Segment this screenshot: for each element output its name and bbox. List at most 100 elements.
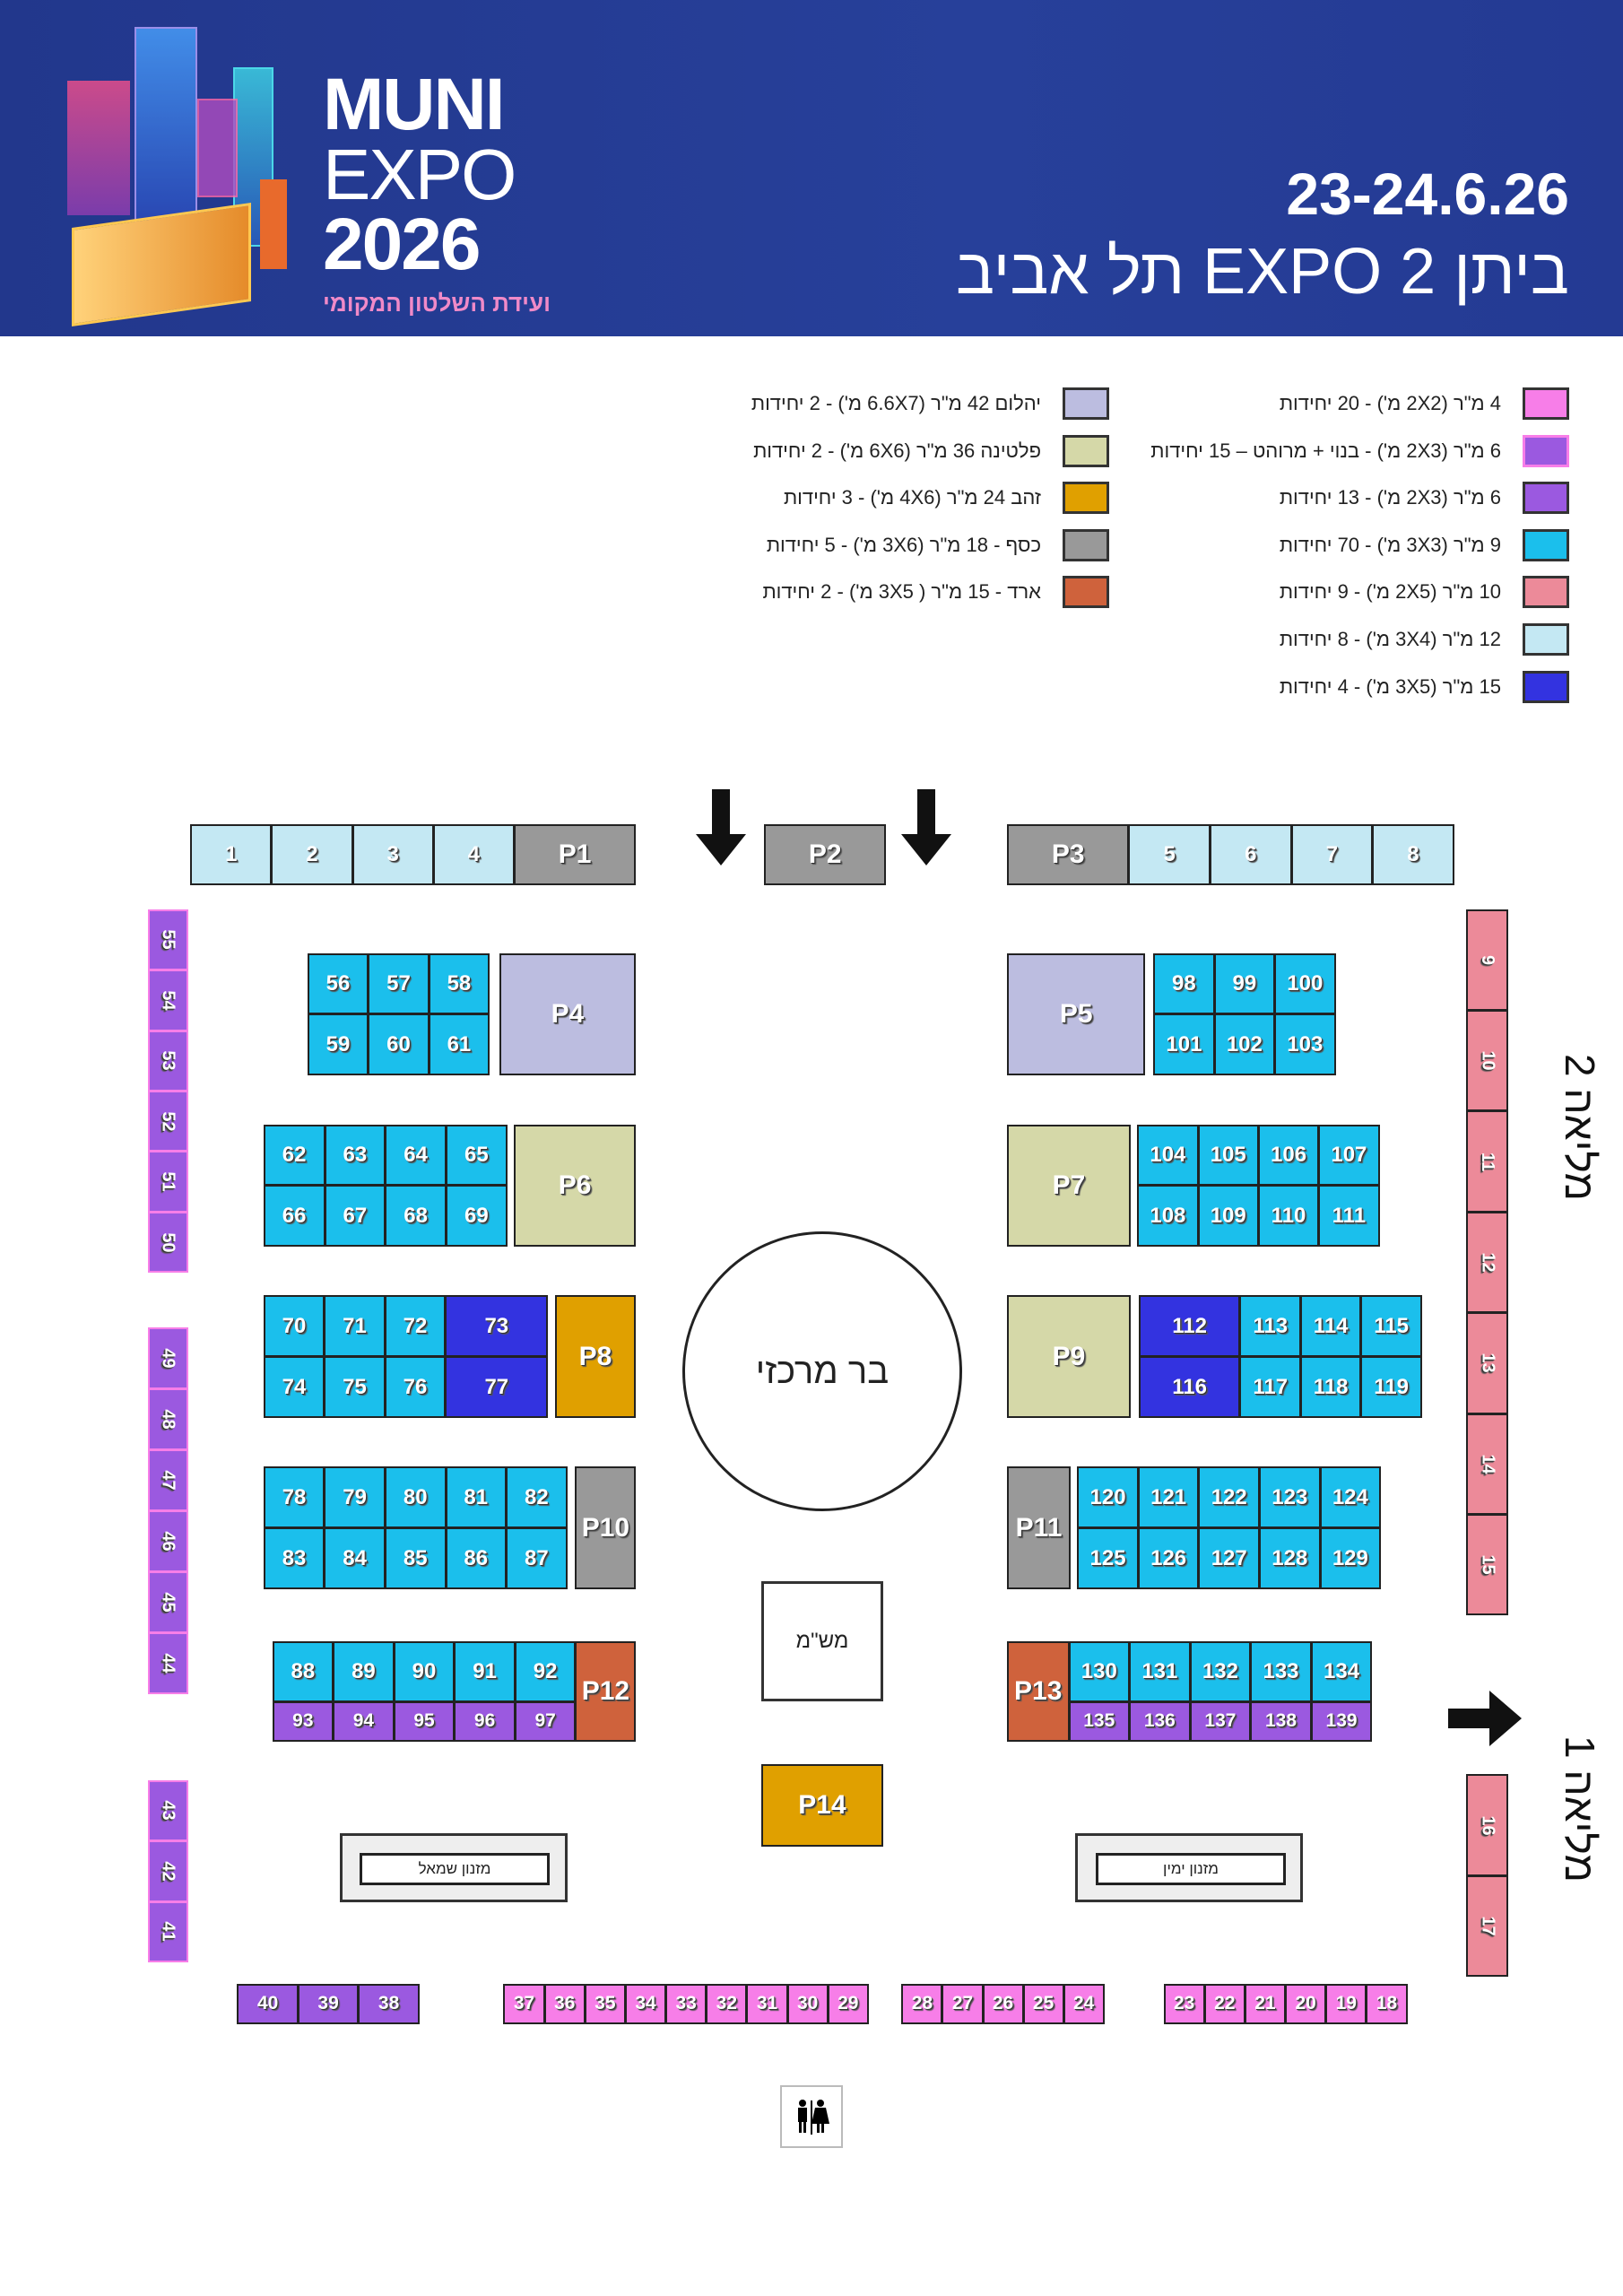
booth-131[interactable]: 131	[1129, 1640, 1191, 1702]
pavilion-p8[interactable]: P8	[554, 1295, 637, 1418]
booth-87[interactable]: 87	[506, 1527, 568, 1589]
booth-45[interactable]: 45	[147, 1571, 188, 1634]
booth-83[interactable]: 83	[263, 1527, 325, 1589]
booth-113[interactable]: 113	[1239, 1295, 1301, 1358]
buffet-right[interactable]: מזנון ימין	[1075, 1833, 1303, 1902]
booth-115[interactable]: 115	[1360, 1295, 1422, 1358]
pavilion-p4[interactable]: P4	[499, 952, 637, 1076]
booth-49[interactable]: 49	[147, 1327, 188, 1390]
booth-57[interactable]: 57	[368, 952, 430, 1015]
pavilion-p6[interactable]: P6	[513, 1124, 637, 1247]
pavilion-p11[interactable]: P11	[1006, 1466, 1072, 1589]
booth-129[interactable]: 129	[1319, 1527, 1382, 1589]
buffet-left[interactable]: מזנון שמאל	[340, 1833, 568, 1902]
booth-92[interactable]: 92	[514, 1640, 577, 1702]
pavilion-p12[interactable]: P12	[575, 1640, 637, 1742]
booth-26[interactable]: 26	[982, 1983, 1024, 2024]
booth-2[interactable]: 2	[271, 823, 353, 885]
booth-136[interactable]: 136	[1129, 1700, 1191, 1742]
booth-99[interactable]: 99	[1213, 952, 1276, 1015]
booth-22[interactable]: 22	[1203, 1983, 1245, 2024]
booth-80[interactable]: 80	[384, 1466, 447, 1529]
pavilion-p13[interactable]: P13	[1006, 1640, 1070, 1742]
booth-126[interactable]: 126	[1137, 1527, 1200, 1589]
booth-62[interactable]: 62	[263, 1124, 325, 1187]
booth-123[interactable]: 123	[1259, 1466, 1321, 1529]
booth-106[interactable]: 106	[1257, 1124, 1320, 1187]
booth-135[interactable]: 135	[1068, 1700, 1131, 1742]
booth-25[interactable]: 25	[1022, 1983, 1064, 2024]
booth-86[interactable]: 86	[445, 1527, 508, 1589]
pavilion-p14[interactable]: P14	[760, 1763, 884, 1848]
booth-19[interactable]: 19	[1325, 1983, 1367, 2024]
booth-120[interactable]: 120	[1077, 1466, 1139, 1529]
booth-53[interactable]: 53	[147, 1030, 188, 1091]
booth-13[interactable]: 13	[1466, 1312, 1509, 1414]
booth-31[interactable]: 31	[746, 1983, 788, 2024]
booth-105[interactable]: 105	[1197, 1124, 1259, 1187]
booth-98[interactable]: 98	[1153, 952, 1215, 1015]
booth-58[interactable]: 58	[428, 952, 490, 1015]
booth-7[interactable]: 7	[1290, 823, 1374, 885]
booth-133[interactable]: 133	[1250, 1640, 1312, 1702]
booth-61[interactable]: 61	[428, 1013, 490, 1076]
booth-94[interactable]: 94	[333, 1700, 395, 1742]
booth-32[interactable]: 32	[706, 1983, 748, 2024]
booth-84[interactable]: 84	[324, 1527, 386, 1589]
booth-111[interactable]: 111	[1318, 1185, 1380, 1247]
pavilion-p9[interactable]: P9	[1006, 1295, 1132, 1418]
booth-36[interactable]: 36	[543, 1983, 586, 2024]
booth-127[interactable]: 127	[1198, 1527, 1260, 1589]
booth-9[interactable]: 9	[1466, 909, 1509, 1011]
booth-75[interactable]: 75	[324, 1356, 386, 1418]
booth-34[interactable]: 34	[624, 1983, 667, 2024]
booth-121[interactable]: 121	[1137, 1466, 1200, 1529]
booth-29[interactable]: 29	[827, 1983, 869, 2024]
booth-95[interactable]: 95	[393, 1700, 456, 1742]
booth-76[interactable]: 76	[384, 1356, 447, 1418]
booth-112[interactable]: 112	[1138, 1295, 1241, 1358]
booth-3[interactable]: 3	[352, 823, 434, 885]
pavilion-p7[interactable]: P7	[1006, 1124, 1132, 1247]
booth-68[interactable]: 68	[385, 1185, 447, 1247]
booth-77[interactable]: 77	[445, 1356, 549, 1418]
booth-71[interactable]: 71	[324, 1295, 386, 1358]
booth-47[interactable]: 47	[147, 1449, 188, 1512]
booth-52[interactable]: 52	[147, 1090, 188, 1152]
booth-78[interactable]: 78	[263, 1466, 325, 1529]
booth-107[interactable]: 107	[1318, 1124, 1380, 1187]
booth-91[interactable]: 91	[454, 1640, 516, 1702]
booth-51[interactable]: 51	[147, 1151, 188, 1213]
booth-103[interactable]: 103	[1274, 1013, 1336, 1076]
booth-24[interactable]: 24	[1063, 1983, 1105, 2024]
booth-18[interactable]: 18	[1366, 1983, 1408, 2024]
booth-93[interactable]: 93	[272, 1700, 334, 1742]
booth-72[interactable]: 72	[384, 1295, 447, 1358]
booth-27[interactable]: 27	[942, 1983, 984, 2024]
booth-102[interactable]: 102	[1213, 1013, 1276, 1076]
central-bar[interactable]: בר מרכזי	[682, 1231, 962, 1511]
booth-35[interactable]: 35	[584, 1983, 626, 2024]
booth-37[interactable]: 37	[503, 1983, 545, 2024]
booth-124[interactable]: 124	[1319, 1466, 1382, 1529]
booth-138[interactable]: 138	[1250, 1700, 1312, 1742]
booth-15[interactable]: 15	[1466, 1513, 1509, 1616]
booth-125[interactable]: 125	[1077, 1527, 1139, 1589]
booth-8[interactable]: 8	[1372, 823, 1454, 885]
booth-40[interactable]: 40	[237, 1983, 299, 2024]
booth-28[interactable]: 28	[901, 1983, 943, 2024]
booth-134[interactable]: 134	[1310, 1640, 1373, 1702]
booth-139[interactable]: 139	[1310, 1700, 1373, 1742]
booth-81[interactable]: 81	[445, 1466, 508, 1529]
booth-55[interactable]: 55	[147, 909, 188, 971]
booth-60[interactable]: 60	[368, 1013, 430, 1076]
booth-130[interactable]: 130	[1068, 1640, 1131, 1702]
booth-108[interactable]: 108	[1137, 1185, 1199, 1247]
booth-20[interactable]: 20	[1285, 1983, 1327, 2024]
booth-6[interactable]: 6	[1210, 823, 1292, 885]
booth-67[interactable]: 67	[324, 1185, 386, 1247]
booth-33[interactable]: 33	[665, 1983, 707, 2024]
security-room[interactable]: מש"מ	[761, 1581, 883, 1701]
booth-118[interactable]: 118	[1299, 1356, 1362, 1418]
booth-12[interactable]: 12	[1466, 1211, 1509, 1314]
